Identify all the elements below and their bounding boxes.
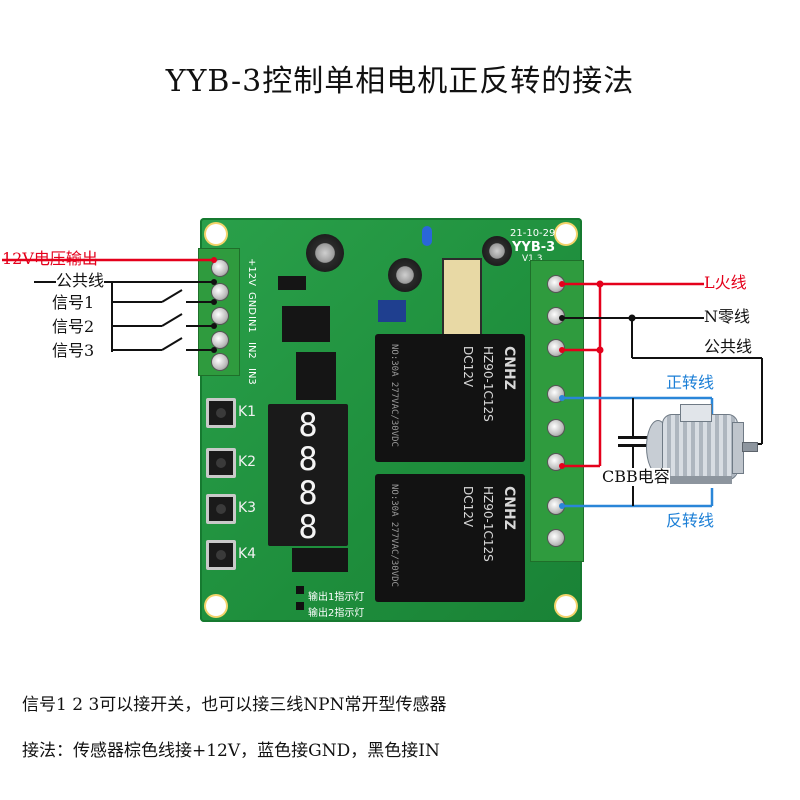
mounting-hole bbox=[556, 224, 576, 244]
indicator-label-1: 输出1指示灯 bbox=[308, 592, 365, 603]
wire-end-dot bbox=[211, 257, 217, 263]
output-terminal-block bbox=[530, 260, 584, 562]
key-button-k3[interactable] bbox=[206, 494, 236, 524]
input-terminal-block bbox=[198, 248, 240, 376]
switch-2 bbox=[161, 313, 183, 327]
label-signal2: 信号2 bbox=[52, 317, 95, 336]
indicator-label-2: 输出2指示灯 bbox=[308, 608, 365, 619]
relay-voltage: DC12V bbox=[461, 486, 475, 528]
relay-model: HZ90-1C12S bbox=[481, 346, 495, 422]
note-line-2: 接法：传感器棕色线接+12V，蓝色接GND，黑色接IN bbox=[22, 741, 440, 761]
display-digit: 8 bbox=[298, 474, 318, 512]
board-date: 21-10-29 bbox=[510, 228, 556, 239]
terminal-screw bbox=[211, 283, 229, 301]
capacitor-plate bbox=[618, 444, 648, 447]
terminal-screw bbox=[547, 529, 565, 547]
relay-spec: NO:30A 277VAC/30VDC bbox=[389, 484, 399, 587]
relay-brand: CNHZ bbox=[501, 346, 517, 390]
motor-shaft bbox=[742, 442, 758, 452]
ic-chip bbox=[296, 352, 336, 400]
relay-brand: CNHZ bbox=[501, 486, 517, 530]
terminal-screw bbox=[211, 331, 229, 349]
pin-labels: +12V GND IN1 IN2 IN3 bbox=[242, 258, 262, 385]
ic-chip bbox=[292, 548, 348, 572]
led-blue bbox=[422, 226, 432, 246]
motor-feet bbox=[666, 476, 732, 484]
relay-2: CNHZ HZ90-1C12S DC12V NO:30A 277VAC/30VD… bbox=[375, 474, 525, 602]
terminal-screw bbox=[211, 353, 229, 371]
pin-label: IN2 bbox=[246, 342, 257, 359]
pin-label: IN1 bbox=[246, 316, 257, 333]
display-digit: 8 bbox=[298, 440, 318, 478]
indicator-led bbox=[296, 602, 304, 610]
seven-segment-display: 8 8 8 8 bbox=[268, 404, 348, 546]
terminal-screw bbox=[211, 307, 229, 325]
label-12v-output: 12V电压输出 bbox=[2, 249, 98, 268]
indicator-led bbox=[296, 586, 304, 594]
label-n-line: N零线 bbox=[704, 307, 751, 326]
key-label: K2 bbox=[238, 454, 257, 470]
label-common-right: 公共线 bbox=[704, 337, 753, 356]
display-digit: 8 bbox=[298, 508, 318, 546]
pin-label: +12V bbox=[246, 258, 257, 286]
key-label: K3 bbox=[238, 500, 257, 516]
pin-label: GND bbox=[246, 292, 257, 315]
relay-voltage: DC12V bbox=[461, 346, 475, 388]
switch-1 bbox=[161, 289, 183, 303]
key-label: K4 bbox=[238, 546, 257, 562]
mounting-hole bbox=[556, 596, 576, 616]
label-signal1: 信号1 bbox=[52, 293, 95, 312]
electrolytic-capacitor bbox=[482, 236, 512, 266]
note-line-1: 信号1 2 3可以接开关，也可以接三线NPN常开型传感器 bbox=[22, 695, 447, 715]
switch-3 bbox=[161, 337, 183, 351]
relay-1: CNHZ HZ90-1C12S DC12V NO:30A 277VAC/30VD… bbox=[375, 334, 525, 462]
ic-chip bbox=[278, 276, 306, 290]
motor-terminal-box bbox=[680, 404, 712, 422]
power-module bbox=[378, 300, 406, 322]
motor-body bbox=[662, 414, 738, 480]
label-capacitor: CBB电容 bbox=[602, 467, 670, 486]
label-forward: 正转线 bbox=[666, 373, 715, 392]
electrolytic-capacitor bbox=[388, 258, 422, 292]
terminal-screw bbox=[547, 419, 565, 437]
label-common: 公共线 bbox=[56, 271, 105, 290]
board-version: V1.3 bbox=[522, 254, 543, 264]
pin-label: IN3 bbox=[246, 368, 257, 385]
electrolytic-capacitor bbox=[306, 234, 344, 272]
label-reverse: 反转线 bbox=[666, 511, 715, 530]
board-model: YYB-3 bbox=[512, 240, 556, 255]
single-phase-motor bbox=[640, 400, 758, 492]
key-button-k4[interactable] bbox=[206, 540, 236, 570]
mounting-hole bbox=[206, 224, 226, 244]
display-digit: 8 bbox=[298, 406, 318, 444]
label-signal3: 信号3 bbox=[52, 341, 95, 360]
relay-model: HZ90-1C12S bbox=[481, 486, 495, 562]
key-label: K1 bbox=[238, 404, 257, 420]
diagram-title: YYB-3控制单相电机正反转的接法 bbox=[165, 64, 635, 99]
relay-spec: NO:30A 277VAC/30VDC bbox=[389, 344, 399, 447]
terminal-screw bbox=[211, 259, 229, 277]
ic-chip bbox=[282, 306, 330, 342]
key-button-k1[interactable] bbox=[206, 398, 236, 428]
capacitor-plate bbox=[618, 436, 648, 439]
label-l-line: L火线 bbox=[704, 273, 747, 292]
key-button-k2[interactable] bbox=[206, 448, 236, 478]
transformer bbox=[442, 258, 482, 336]
mounting-hole bbox=[206, 596, 226, 616]
terminal-dots bbox=[211, 279, 217, 353]
